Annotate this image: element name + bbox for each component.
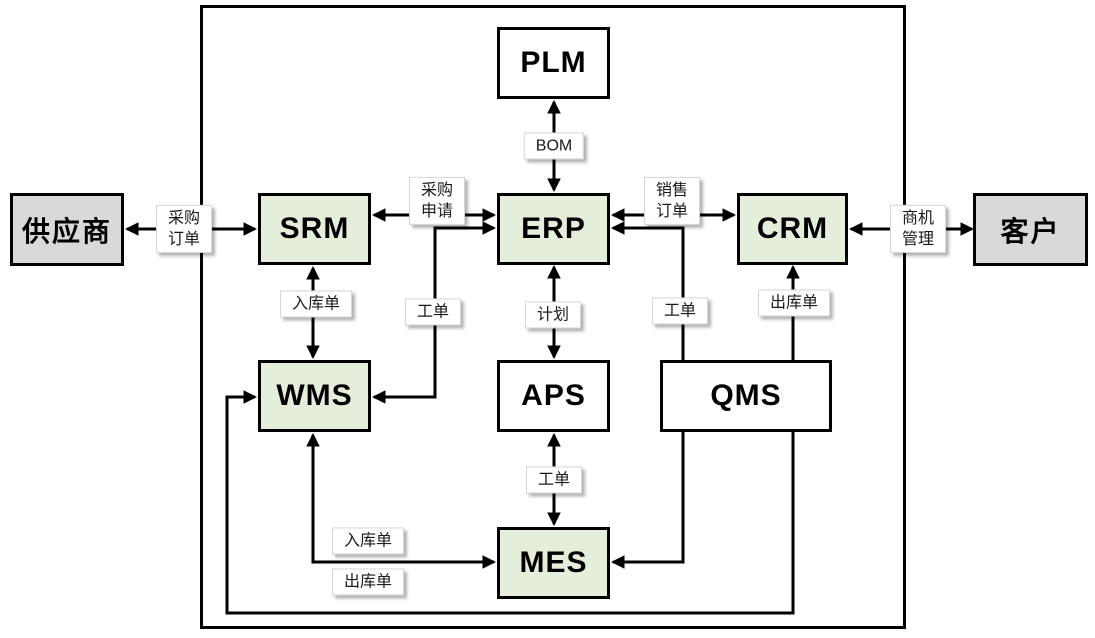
diagram-outer-border [200, 5, 906, 629]
edge-label-outbound-order-crm: 出库单 [757, 289, 831, 317]
edge-label-workorder-erp-mes: 工单 [651, 297, 709, 325]
edge-label-opportunity-management: 商机 管理 [889, 204, 947, 254]
node-qms: QMS [660, 360, 832, 432]
node-mes: MES [497, 527, 610, 599]
edge-label-workorder-aps-mes: 工单 [525, 466, 583, 494]
node-supplier-label: 供应商 [21, 215, 112, 247]
node-crm: CRM [737, 193, 848, 265]
node-erp: ERP [497, 193, 610, 265]
node-customer-label: 客户 [1000, 215, 1061, 247]
edge-label-inbound-order-wms-mes: 入库单 [331, 527, 405, 555]
node-aps-label: APS [521, 379, 586, 412]
node-plm: PLM [497, 27, 610, 99]
edge-crm-wms-outbound [225, 264, 800, 615]
edge-wms-mes [306, 432, 497, 569]
node-srm: SRM [258, 193, 371, 265]
node-crm-label: CRM [756, 212, 829, 245]
node-srm-label: SRM [279, 212, 350, 245]
node-wms: WMS [258, 360, 371, 432]
node-aps: APS [497, 360, 610, 432]
node-erp-label: ERP [521, 212, 586, 245]
node-mes-label: MES [519, 546, 588, 579]
edge-label-sales-order: 销售 订单 [643, 176, 701, 226]
edge-label-plan: 计划 [524, 301, 582, 329]
edge-label-workorder-erp-wms: 工单 [404, 298, 462, 326]
edge-label-outbound-order-wms-mes: 出库单 [331, 568, 405, 596]
edge-label-purchase-request: 采购 申请 [408, 176, 466, 226]
edge-label-bom: BOM [523, 132, 585, 160]
node-supplier: 供应商 [10, 193, 124, 266]
node-qms-label: QMS [710, 379, 782, 412]
edge-label-purchase-order: 采购 订单 [155, 204, 213, 254]
node-plm-label: PLM [520, 46, 587, 79]
edge-label-inbound-order-srm-wms: 入库单 [279, 290, 353, 318]
node-wms-label: WMS [276, 379, 353, 412]
node-customer: 客户 [973, 193, 1088, 266]
